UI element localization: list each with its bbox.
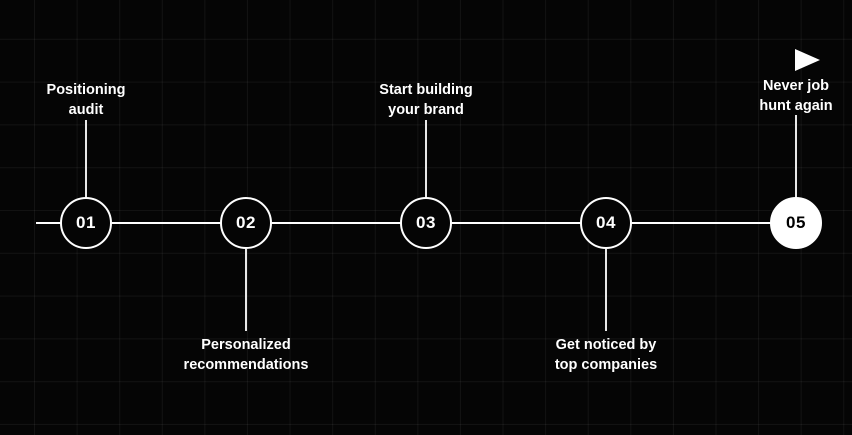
stem-node-05 — [795, 115, 797, 198]
timeline-label-02: Personalized recommendations — [183, 337, 309, 373]
spine-segment-lead-in — [36, 222, 62, 224]
spine-segment-02-03 — [270, 222, 402, 224]
timeline-node-02[interactable]: 02 — [220, 197, 272, 249]
spine-segment-01-02 — [110, 222, 222, 224]
play-triangle-icon — [795, 49, 820, 71]
stem-node-02 — [245, 249, 247, 331]
timeline-node-number: 05 — [786, 213, 806, 232]
stem-node-03 — [425, 120, 427, 198]
spine-segment-03-04 — [450, 222, 582, 224]
timeline-node-number: 04 — [596, 213, 616, 232]
spine-segment-04-05 — [630, 222, 772, 224]
stem-node-04 — [605, 249, 607, 331]
timeline-node-04[interactable]: 04 — [580, 197, 632, 249]
timeline-label-01: Positioning audit — [46, 82, 126, 118]
timeline-label-04: Get noticed by top companies — [554, 337, 658, 373]
timeline-node-number: 03 — [416, 213, 436, 232]
timeline-node-01[interactable]: 01 — [60, 197, 112, 249]
timeline-node-05[interactable]: 05 — [770, 197, 822, 249]
timeline-node-03[interactable]: 03 — [400, 197, 452, 249]
timeline-label-03: Start building your brand — [379, 82, 473, 118]
timeline-label-05: Never job hunt again — [759, 78, 833, 114]
timeline-node-number: 02 — [236, 213, 256, 232]
timeline-node-number: 01 — [76, 213, 96, 232]
stem-node-01 — [85, 120, 87, 198]
